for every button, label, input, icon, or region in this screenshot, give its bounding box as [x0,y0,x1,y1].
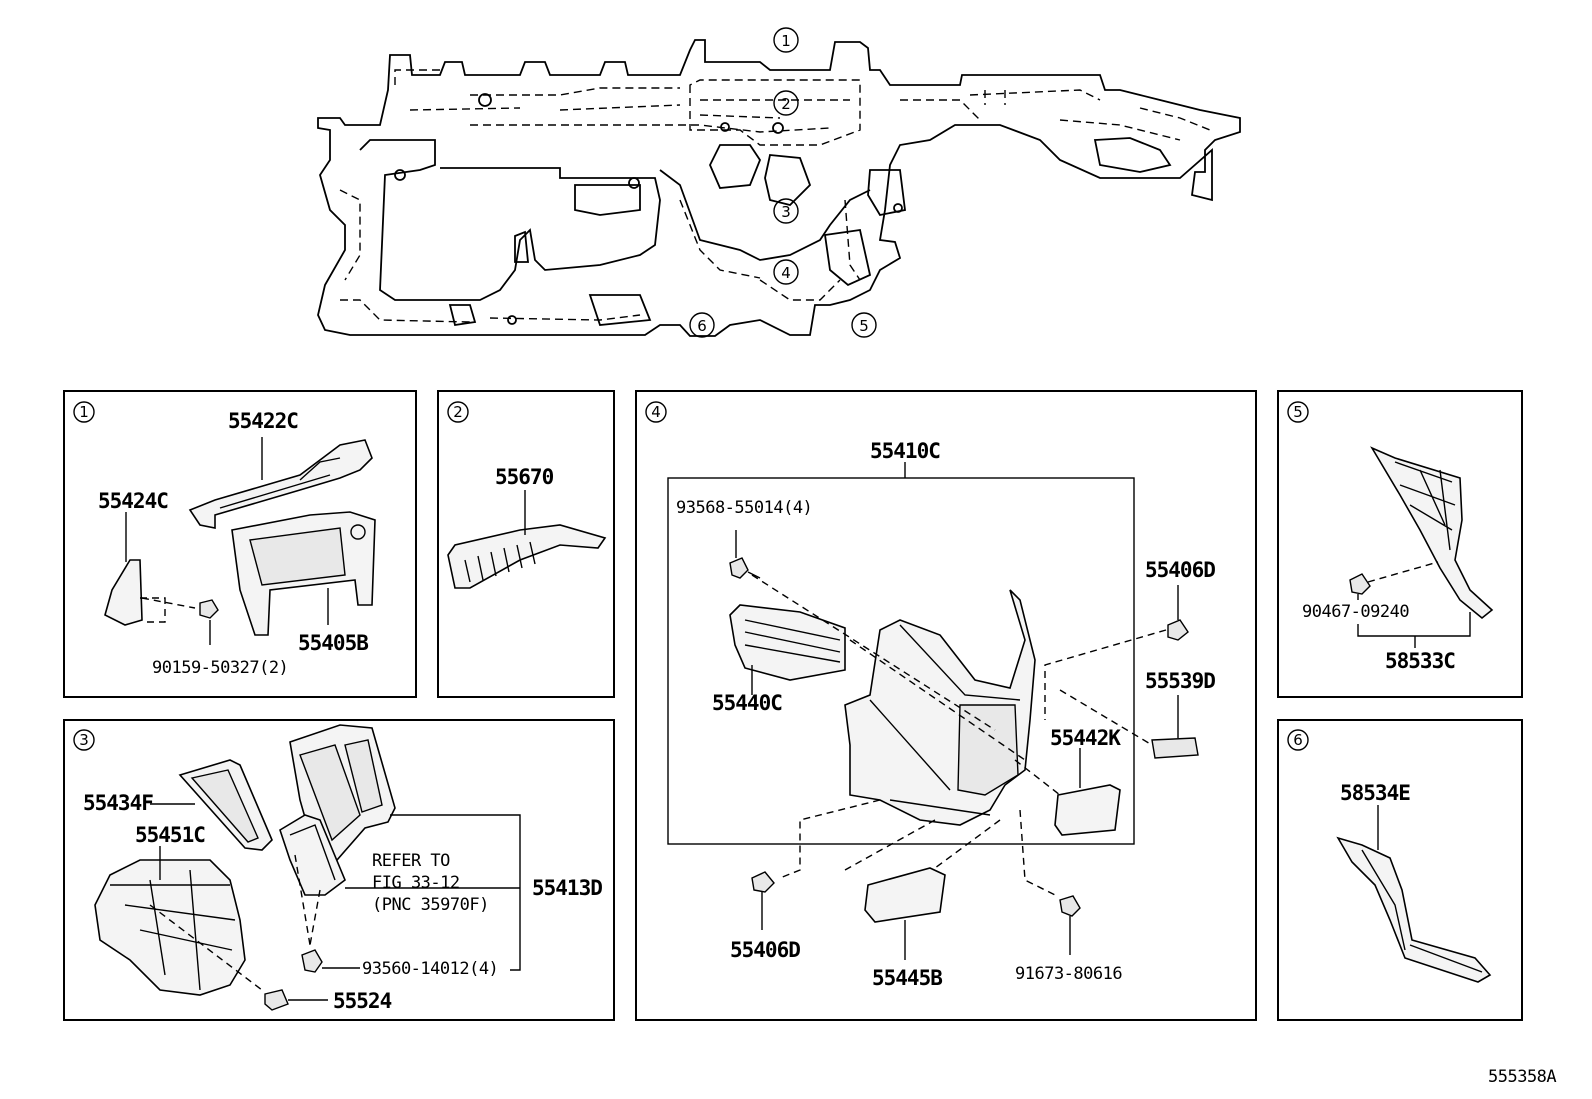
panel-4: 4 55410C 93568-55014(4) 55440C 55406D 55… [635,390,1257,1021]
svg-text:4: 4 [781,264,791,282]
label-93568-55014: 93568-55014(4) [676,498,812,518]
overview-marker-6: 6 [689,312,715,338]
cap-55539D-part [1151,737,1199,759]
label-55445B: 55445B [872,966,942,990]
clip-55406D-left-part [751,871,775,893]
label-90467-09240: 90467-09240 [1302,602,1409,622]
side-panel-part [104,559,143,626]
label-55424C: 55424C [98,489,168,513]
label-58533C: 58533C [1385,649,1455,673]
screw-93568-part [729,557,749,579]
instrument-panel-overview [317,39,1241,337]
panel-1-box [63,390,417,698]
svg-text:6: 6 [697,317,707,335]
panel-4-box [635,390,1257,1021]
overview-marker-4: 4 [773,259,799,285]
panel-1-number: 1 [79,403,89,421]
clip-90467-part [1349,573,1371,595]
panel-2: 2 55670 [437,390,615,698]
screw-91673-part [1059,895,1081,917]
label-pnc-35970F: (PNC 35970F) [372,895,489,915]
label-55451C: 55451C [135,823,205,847]
panel-6-number: 6 [1293,731,1303,749]
vent-part [447,524,607,589]
cover-55445B-part [864,867,946,923]
clip-55406D-right-part [1167,619,1189,641]
panel-1: 1 55422C 55424C 90159-50327(2) 55405B [63,390,417,698]
label-93560-14012: 93560-14012(4) [362,959,498,979]
clip-part [199,599,219,619]
label-90159-50327: 90159-50327(2) [152,658,288,678]
panel-2-number: 2 [453,403,463,421]
panel-6-box [1277,719,1523,1021]
overview-marker-5: 5 [851,312,877,338]
upper-trim-part [188,439,373,529]
label-55405B: 55405B [298,631,368,655]
vent-55440C-part [729,604,846,681]
panel-5-box [1277,390,1523,698]
overview-marker-2: 2 [773,90,799,116]
panel-5-number: 5 [1293,403,1303,421]
panel-6: 6 58534E [1277,719,1523,1021]
cover-55442K-part [1054,784,1121,836]
label-55442K: 55442K [1050,726,1121,750]
overview-marker-3: 3 [773,198,799,224]
panel-4-number: 4 [651,403,661,421]
label-55410C: 55410C [870,439,940,463]
label-55422C: 55422C [228,409,298,433]
side-trim-58534E-part [1336,836,1492,983]
svg-text:2: 2 [781,95,791,113]
label-55406D-left: 55406D [730,938,800,962]
assembly-55410C-box [667,477,1135,845]
label-55440C: 55440C [712,691,782,715]
panel-3-number: 3 [79,731,89,749]
panel-2-box [437,390,615,698]
label-55670: 55670 [495,465,554,489]
label-refer-to: REFER TO [372,851,450,871]
panel-3-box [63,719,615,1021]
label-55539D: 55539D [1145,669,1215,693]
diagram-id: 555358A [1488,1067,1556,1087]
clip-55524-part [264,989,289,1011]
bracket-part [279,814,346,896]
console-body-part [94,859,246,996]
svg-text:1: 1 [781,32,791,50]
svg-text:3: 3 [781,203,791,221]
label-58534E: 58534E [1340,781,1410,805]
side-trim-58533C-part [1370,446,1494,620]
label-fig-33-12: FIG 33-12 [372,873,460,893]
label-55406D-right: 55406D [1145,558,1215,582]
overview-marker-1: 1 [773,27,799,53]
screw-93560-part [301,949,323,973]
label-55434F: 55434F [83,791,153,815]
label-55524: 55524 [333,989,392,1013]
label-91673-80616: 91673-80616 [1015,964,1122,984]
label-55413D: 55413D [532,876,602,900]
svg-text:5: 5 [859,317,869,335]
panel-3: 3 55434F 55451C 55413D REFER TO FIG 33-1… [63,719,615,1021]
panel-5: 5 90467-09240 58533C [1277,390,1523,698]
